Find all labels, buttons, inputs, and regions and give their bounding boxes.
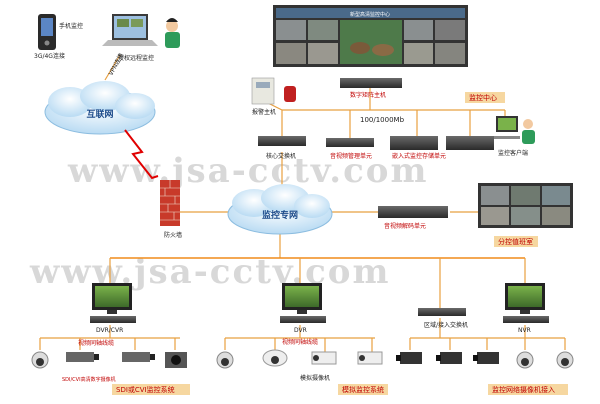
video-wall-title: 新型高清监控中心: [350, 11, 390, 18]
vpn-label: VPN连接: [107, 52, 125, 77]
matrix-host-icon: [340, 78, 402, 88]
site1-cameras-icon: [31, 351, 187, 369]
site3-recorder-label: NVR: [518, 327, 531, 334]
monitor-center-tag: 监控中心: [465, 92, 505, 103]
laptop-icon: [102, 14, 158, 46]
alarm-host-label: 报警主机: [252, 108, 276, 116]
site1-cable-label: 视频同轴线缆: [78, 339, 114, 347]
site2-recorder-label: DVR: [294, 327, 307, 334]
lightning-link-icon: [124, 129, 159, 180]
site3-title-tag: 监控网络摄像机接入: [488, 384, 568, 395]
site2-cable-label: 视频同轴线缆: [282, 338, 318, 346]
alarm-host-icon: [251, 77, 296, 105]
firewall-label: 防火墙: [164, 231, 182, 239]
av-manager-label: 音视频管理单元: [330, 152, 372, 160]
site1-recorder-label: DVR/CVR: [96, 327, 123, 334]
mobile-phone-icon: [38, 14, 56, 50]
storage-label: 嵌入式监控存储单元: [392, 152, 446, 160]
client-workstation-icon: [494, 116, 535, 144]
site2-monitor-icon: [282, 283, 322, 314]
site2-cameras-label: 模拟摄像机: [300, 374, 330, 382]
sub-video-wall-icon: [478, 183, 573, 228]
phone-label: 手机监控: [59, 22, 83, 30]
matrix-host-label: 数字矩阵主机: [350, 91, 386, 99]
site3-recorder-icon: [503, 316, 549, 323]
site1-title-tag: SDI或CVI监控系统: [112, 384, 190, 395]
internet-cloud-icon: [44, 81, 156, 135]
site3-switch-icon: [418, 308, 466, 316]
internet-label: 互联网: [86, 108, 113, 120]
site3-cameras-icon: [396, 351, 574, 369]
svg-text:模拟监控系统: 模拟监控系统: [342, 385, 384, 394]
site3-monitor-icon: [505, 283, 545, 314]
av-decoder-icon: [378, 206, 448, 218]
laptop-label: 授权远程监控: [118, 54, 154, 62]
connection-lines: [39, 54, 566, 352]
site1-cameras-label: SDI/CVI高清数字摄像机: [62, 376, 116, 383]
watermark-1: www.jsa-cctv.com: [67, 151, 428, 191]
core-switch-label: 核心交换机: [266, 152, 296, 160]
site1-monitor-icon: [92, 283, 132, 314]
storage-unit-icon: [390, 136, 494, 150]
svg-text:监控网络摄像机接入: 监控网络摄像机接入: [492, 385, 555, 394]
site2-recorder-icon: [280, 316, 326, 323]
client-label: 监控客户端: [498, 149, 528, 157]
site2-title-tag: 模拟监控系统: [338, 384, 388, 395]
operator-icon: [165, 18, 180, 48]
svg-text:SDI或CVI监控系统: SDI或CVI监控系统: [116, 385, 175, 394]
av-manager-icon: [326, 138, 374, 147]
private-net-label: 监控专网: [262, 209, 298, 221]
svg-text:监控中心: 监控中心: [469, 93, 497, 102]
site1-recorder-icon: [90, 316, 136, 323]
av-decoder-label: 音视频解码单元: [384, 222, 426, 230]
phone-net-label: 3G/4G连接: [34, 52, 65, 60]
svg-text:分控值班室: 分控值班室: [498, 237, 533, 246]
core-switch-icon: [258, 136, 306, 146]
bandwidth-label: 100/1000Mb: [360, 116, 405, 124]
site3-switch-label: 区域/接入交换机: [424, 321, 468, 329]
video-wall-icon: [273, 5, 468, 67]
sub-center-tag: 分控值班室: [494, 236, 538, 247]
site2-cameras-icon: [216, 349, 383, 369]
private-net-cloud-icon: [227, 184, 333, 235]
firewall-icon: [160, 180, 180, 226]
